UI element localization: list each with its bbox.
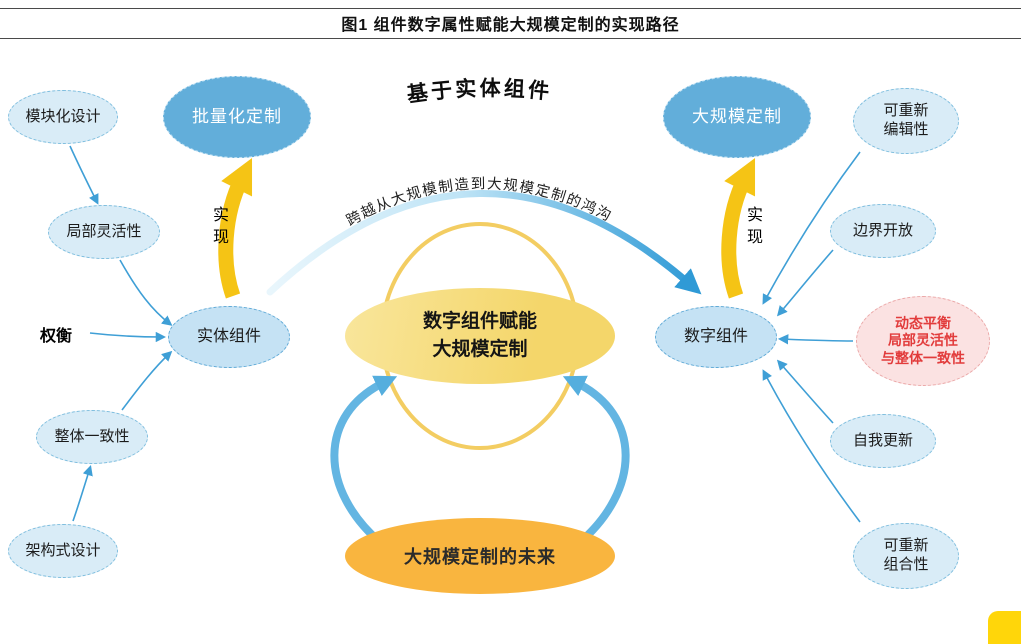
corner-decoration (988, 611, 1021, 644)
node-boundary-openness: 边界开放 (830, 204, 936, 258)
node-overall-consistency: 整体一致性 (36, 410, 148, 464)
node-recomposability: 可重新 组合性 (853, 523, 959, 589)
label-realize-left: 实现 (210, 206, 227, 250)
node-local-flexibility: 局部灵活性 (48, 205, 160, 259)
node-digital-component: 数字组件 (655, 306, 777, 368)
arrow-future-right (562, 375, 630, 548)
node-architectural-design: 架构式设计 (8, 524, 118, 578)
arrow-balance-to-digital (777, 334, 854, 345)
top-rule (0, 8, 1021, 9)
node-dynamic-balance: 动态平衡 局部灵活性 与整体一致性 (856, 296, 990, 386)
arc-bridge (266, 190, 702, 296)
label-realize-right: 实现 (744, 206, 761, 250)
arrow-renewal-to-digital (776, 359, 834, 424)
node-re-editability: 可重新 编辑性 (853, 88, 959, 154)
node-modular-design: 模块化设计 (8, 90, 118, 144)
bubble-future: 大规模定制的未来 (345, 518, 615, 594)
node-entity-component: 实体组件 (168, 306, 290, 368)
arrow-architectural-to-consistency (72, 465, 93, 522)
figure-title: 图1 组件数字属性赋能大规模定制的实现路径 (341, 17, 680, 34)
arrow-tradeoff-to-entity (89, 331, 167, 343)
arc-label-headline: 基于实体组件 (405, 76, 553, 107)
arrow-boundary-to-digital (776, 249, 834, 317)
node-mass-customization: 大规模定制 (663, 76, 811, 158)
arrow-consistency-to-entity (121, 350, 173, 411)
arrow-modular-to-flexibility (69, 145, 99, 205)
arc-label-caption: 跨越从大规模制造到大规模定制的鸿沟 (343, 175, 615, 229)
node-batch-customization: 批量化定制 (163, 76, 311, 158)
arrow-flexibility-to-entity (119, 259, 173, 326)
arrow-future-left (330, 375, 398, 548)
label-tradeoff: 权衡 (40, 328, 73, 345)
node-self-renewal: 自我更新 (830, 414, 936, 468)
bubble-center-main: 数字组件赋能 大规模定制 (345, 288, 615, 384)
bottom-rule (0, 38, 1021, 39)
